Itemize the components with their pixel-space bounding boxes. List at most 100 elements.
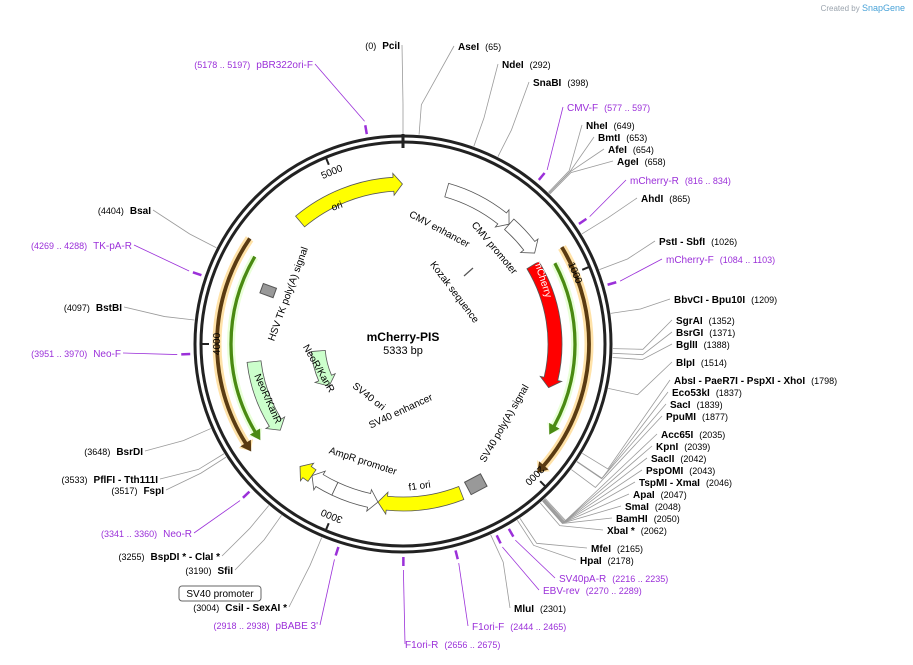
primer-neo-f[interactable]: Neo-F(3951 .. 3970)	[31, 349, 121, 360]
enzyme-site-bbvci-bpu10i[interactable]: BbvCI - Bpu10I(1209)	[674, 295, 777, 306]
sv40-polya-box[interactable]	[463, 473, 488, 496]
enzyme-position: (1388)	[704, 340, 730, 350]
enzyme-site-mlui[interactable]: MluI(2301)	[514, 604, 566, 615]
enzyme-site-xbai[interactable]: XbaI *(2062)	[607, 526, 667, 537]
enzyme-site-pflfi-tth111i[interactable]: PflFI - Tth111I(3533)	[62, 475, 159, 486]
primer-name: TK-pA-R	[93, 241, 132, 252]
primer-mcherry-r[interactable]: mCherry-R(816 .. 834)	[630, 176, 731, 187]
feature-neor-kanr-inner[interactable]	[310, 349, 337, 387]
enzyme-site-eco53ki[interactable]: Eco53kI(1837)	[672, 388, 742, 399]
outer-orange-arc-left[interactable]	[215, 237, 252, 452]
enzyme-site-psti-sbfi[interactable]: PstI - SbfI(1026)	[659, 237, 737, 248]
enzyme-site-bsrdi[interactable]: BsrDI(3648)	[84, 447, 143, 458]
feature-ori[interactable]	[295, 172, 403, 228]
feature-ampr-promoter[interactable]	[331, 481, 379, 513]
outer-orange-arc-right[interactable]	[537, 246, 591, 473]
enzyme-site-fspi[interactable]: FspI(3517)	[111, 486, 164, 497]
primer-f1ori-f[interactable]: F1ori-F(2444 .. 2465)	[472, 622, 566, 633]
tick-2000	[539, 480, 547, 488]
enzyme-site-pcii[interactable]: PciI(0)	[365, 41, 400, 52]
enzyme-site-absi-paer7i-pspxi-xhoi[interactable]: AbsI - PaeR7I - PspXI - XhoI(1798)	[674, 376, 837, 387]
enzyme-site-bamhi[interactable]: BamHI(2050)	[616, 514, 680, 525]
enzyme-site-nhei[interactable]: NheI(649)	[586, 121, 635, 132]
enzyme-name: BsrGI	[676, 328, 703, 339]
enzyme-site-bsai[interactable]: BsaI(4404)	[98, 206, 151, 217]
primer-mark-sv40pa-r	[507, 528, 515, 538]
feature-label-ori: ori	[330, 200, 344, 214]
enzyme-site-hpai[interactable]: HpaI(2178)	[580, 556, 634, 567]
enzyme-site-sgrai[interactable]: SgrAI(1352)	[676, 316, 735, 327]
enzyme-site-bsrgi[interactable]: BsrGI(1371)	[676, 328, 735, 339]
enzyme-name: HpaI	[580, 556, 602, 567]
feature-sv40-ori[interactable]	[299, 462, 317, 483]
enzyme-position: (3255)	[119, 552, 145, 562]
feature-label-kozak-sequence: Kozak sequence	[427, 260, 481, 326]
enzyme-site-agei[interactable]: AgeI(658)	[617, 157, 666, 168]
enzyme-site-smai[interactable]: SmaI(2048)	[625, 502, 681, 513]
enzyme-site-csii-sexai[interactable]: CsiI - SexAI *(3004)	[193, 603, 287, 614]
enzyme-site-ppumi[interactable]: PpuMI(1877)	[666, 412, 728, 423]
primer-ebv-rev[interactable]: EBV-rev(2270 .. 2289)	[543, 586, 642, 597]
enzyme-site-bstbi[interactable]: BstBI(4097)	[64, 303, 122, 314]
primer-sv40pa-r[interactable]: SV40pA-R(2216 .. 2235)	[559, 574, 668, 585]
enzyme-site-bspdi-clai[interactable]: BspDI * - ClaI *(3255)	[119, 552, 221, 563]
outer-green-arc-left[interactable]	[229, 255, 261, 441]
enzyme-site-acc65i[interactable]: Acc65I(2035)	[661, 430, 725, 441]
primer-mark-pbabe-3	[334, 546, 340, 556]
primer-range: (577 .. 597)	[604, 103, 650, 113]
enzyme-name: AfeI	[608, 145, 627, 156]
feature-f1-ori[interactable]	[377, 485, 465, 516]
enzyme-position: (1514)	[701, 358, 727, 368]
enzyme-leader-snabi	[497, 81, 530, 157]
enzyme-name: SnaBI	[533, 78, 562, 89]
primer-pbr322ori-f[interactable]: pBR322ori-F(5178 .. 5197)	[194, 60, 313, 71]
primer-mcherry-f[interactable]: mCherry-F(1084 .. 1103)	[666, 255, 775, 266]
primer-leader-f1ori-r	[402, 569, 406, 645]
enzyme-site-kpni[interactable]: KpnI(2039)	[656, 442, 710, 453]
enzyme-name: MluI	[514, 604, 534, 615]
primer-range: (2270 .. 2289)	[586, 586, 642, 596]
primer-tk-pa-r[interactable]: TK-pA-R (4269 .. 4288)	[31, 241, 132, 252]
enzyme-site-blpi[interactable]: BlpI(1514)	[676, 358, 727, 369]
enzyme-position: (3533)	[62, 475, 88, 485]
feature-neor-kanr[interactable]	[246, 360, 286, 431]
enzyme-site-bglii[interactable]: BglII(1388)	[676, 340, 730, 351]
enzyme-site-saci[interactable]: SacI(1839)	[670, 400, 723, 411]
feature-sv40-enhancer[interactable]	[311, 470, 339, 496]
hsv-tk-polya-box[interactable]	[259, 282, 278, 299]
enzyme-name: KpnI	[656, 442, 678, 453]
feature-cmv-promoter[interactable]	[503, 218, 539, 254]
enzyme-site-ndei[interactable]: NdeI(292)	[502, 60, 551, 71]
primer-leader-mcherry-f	[619, 258, 663, 282]
enzyme-position: (0)	[365, 41, 376, 51]
primer-leader-pbabe-3	[319, 559, 335, 626]
feature-label-sv40-poly-a-signal: SV40 poly(A) signal	[478, 383, 531, 465]
enzyme-site-apai[interactable]: ApaI(2047)	[633, 490, 687, 501]
enzyme-name: SacII	[651, 454, 675, 465]
enzyme-position: (292)	[530, 60, 551, 70]
primer-range: (2216 .. 2235)	[612, 574, 668, 584]
enzyme-site-sfii[interactable]: SfiI(3190)	[185, 566, 233, 577]
enzyme-site-afei[interactable]: AfeI(654)	[608, 145, 654, 156]
sv40-promoter-box[interactable]: SV40 promoter	[178, 585, 262, 602]
enzyme-site-sacii[interactable]: SacII(2042)	[651, 454, 706, 465]
enzyme-leader-fspi	[165, 456, 227, 491]
enzyme-site-mfei[interactable]: MfeI(2165)	[591, 544, 643, 555]
enzyme-site-ahdi[interactable]: AhdI(865)	[641, 194, 690, 205]
enzyme-site-asei[interactable]: AseI(65)	[458, 42, 501, 53]
outer-green-arc-right[interactable]	[549, 262, 577, 435]
primer-f1ori-r[interactable]: F1ori-R(2656 .. 2675)	[405, 640, 500, 651]
feature-mcherry[interactable]	[526, 260, 563, 389]
enzyme-name: SacI	[670, 400, 691, 411]
primer-cmv-f[interactable]: CMV-F(577 .. 597)	[567, 103, 650, 114]
primer-name: mCherry-F	[666, 255, 714, 266]
primer-range: (4269 .. 4288)	[31, 241, 87, 251]
enzyme-site-snabi[interactable]: SnaBI(398)	[533, 78, 588, 89]
enzyme-leader-blpi	[608, 361, 673, 396]
enzyme-site-pspomi[interactable]: PspOMI(2043)	[646, 466, 715, 477]
enzyme-site-tspmi-xmai[interactable]: TspMI - XmaI(2046)	[639, 478, 732, 489]
primer-neo-r[interactable]: Neo-R(3341 .. 3360)	[101, 529, 192, 540]
enzyme-site-bmti[interactable]: BmtI(653)	[598, 133, 647, 144]
outer-orange-arc-right-halo[interactable]	[537, 245, 594, 473]
primer-pbabe-3[interactable]: pBABE 3'(2918 .. 2938)	[213, 621, 318, 632]
